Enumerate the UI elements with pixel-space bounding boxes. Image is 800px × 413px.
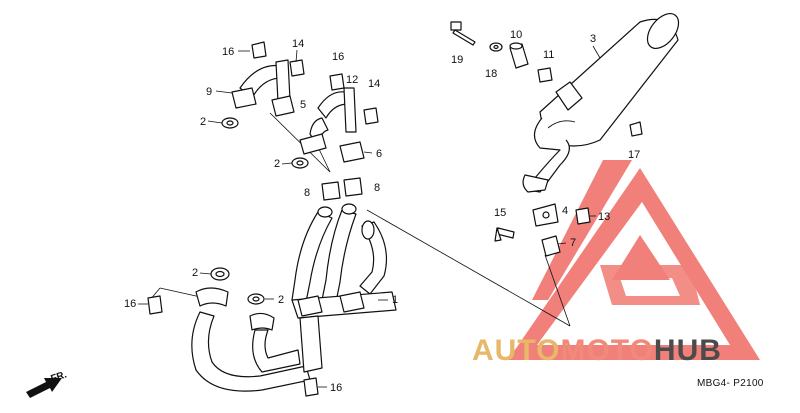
callout-14a: 14	[292, 38, 304, 50]
callout-8b: 8	[374, 182, 380, 194]
callout-19: 19	[451, 54, 463, 66]
callout-2d: 2	[278, 294, 284, 306]
callout-17: 17	[628, 149, 640, 161]
callout-10: 10	[510, 29, 522, 41]
callout-7: 7	[570, 237, 576, 249]
watermark-auto: AUTO	[472, 334, 560, 367]
callout-13: 13	[598, 211, 610, 223]
diagram-code: MBG4- P2100	[697, 378, 764, 389]
direction-label: FR.	[50, 369, 69, 385]
callout-16a: 16	[222, 46, 234, 58]
callout-15: 15	[494, 207, 506, 219]
callout-4: 4	[562, 205, 568, 217]
callout-3: 3	[590, 33, 596, 45]
muffler	[522, 12, 680, 193]
callout-1: 1	[392, 294, 398, 306]
front-direction-arrow: FR.	[26, 369, 68, 398]
callout-18: 18	[485, 68, 497, 80]
upper-pipes	[231, 59, 365, 163]
callout-5: 5	[300, 99, 306, 111]
lower-fasteners	[147, 267, 319, 397]
callout-8a: 8	[304, 187, 310, 199]
watermark-moto: MOTO	[560, 334, 653, 367]
callout-6: 6	[376, 148, 382, 160]
callout-2b: 2	[274, 158, 280, 170]
muffler-hardware	[450, 21, 643, 137]
callout-16b: 16	[332, 51, 344, 63]
exhaust-pipe-assembly	[191, 203, 397, 392]
callouts: 16 14 9 5 16 12 14 2 6 2 8 8 1 2 2 16 16…	[124, 29, 640, 394]
callout-14b: 14	[368, 78, 380, 90]
callout-12: 12	[346, 74, 358, 86]
watermark-hub: HUB	[654, 334, 722, 367]
watermark-logo	[508, 160, 760, 360]
watermark-text: AUTOMOTOHUB	[472, 334, 722, 367]
callout-11: 11	[543, 49, 554, 61]
callout-16d: 16	[330, 382, 342, 394]
callout-2c: 2	[192, 267, 198, 279]
fasteners	[221, 41, 379, 201]
callout-16c: 16	[124, 298, 136, 310]
callout-9: 9	[206, 86, 212, 98]
callout-2a: 2	[200, 116, 206, 128]
clamp-hardware	[494, 203, 591, 257]
